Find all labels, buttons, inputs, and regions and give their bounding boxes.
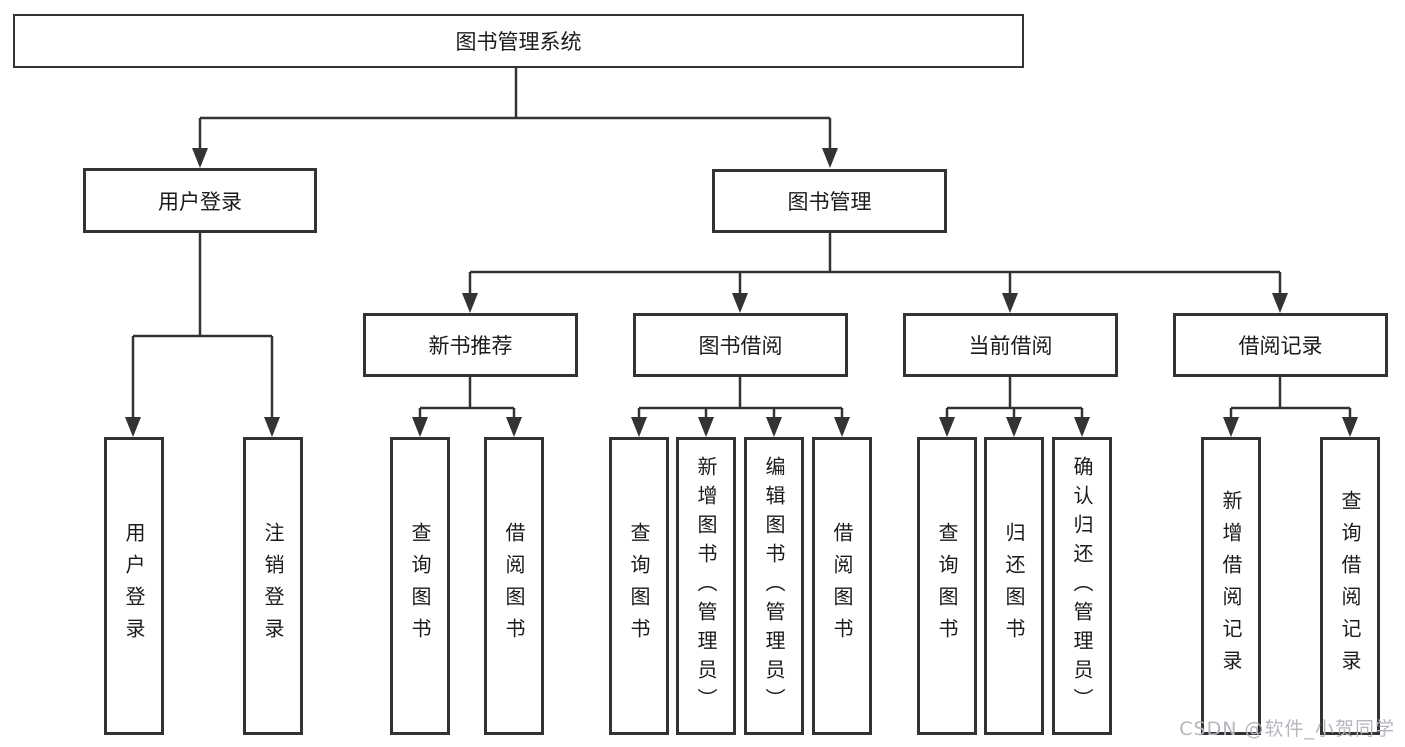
- node-label: 确认归还（管理员）: [1070, 455, 1094, 717]
- node-new-book-recommendation: 新书推荐: [363, 313, 578, 377]
- node-current-borrowing: 当前借阅: [903, 313, 1118, 377]
- leaf-add-books-admin: 新增图书（管理员）: [676, 437, 736, 735]
- node-library-management-system: 图书管理系统: [13, 14, 1024, 68]
- node-label: 新增图书（管理员）: [694, 455, 718, 717]
- node-user-login-module: 用户登录: [83, 168, 317, 233]
- node-label: 借阅图书: [830, 522, 854, 650]
- node-borrowing-records: 借阅记录: [1173, 313, 1388, 377]
- node-label: 图书管理: [787, 190, 872, 214]
- leaf-borrow-books-recommend: 借阅图书: [484, 437, 544, 735]
- node-label: 查询借阅记录: [1338, 490, 1362, 682]
- node-label: 查询图书: [408, 522, 432, 650]
- csdn-watermark: CSDN @软件_小贺同学: [1179, 718, 1395, 740]
- leaf-query-books-borrowing: 查询图书: [609, 437, 669, 735]
- leaf-query-borrow-record: 查询借阅记录: [1320, 437, 1380, 735]
- leaf-edit-books-admin: 编辑图书（管理员）: [744, 437, 804, 735]
- node-label: 查询图书: [627, 522, 651, 650]
- node-label: 归还图书: [1002, 522, 1026, 650]
- node-label: 注销登录: [261, 522, 285, 650]
- node-book-borrowing: 图书借阅: [633, 313, 848, 377]
- leaf-add-borrow-record: 新增借阅记录: [1201, 437, 1261, 735]
- node-label: 编辑图书（管理员）: [762, 455, 786, 717]
- leaf-query-books-recommend: 查询图书: [390, 437, 450, 735]
- arrowheads: [125, 148, 1358, 437]
- leaf-confirm-return-admin: 确认归还（管理员）: [1052, 437, 1112, 735]
- node-label: 图书借阅: [698, 334, 783, 358]
- node-label: 借阅图书: [502, 522, 526, 650]
- node-book-management-module: 图书管理: [712, 169, 947, 233]
- node-label: 用户登录: [122, 522, 146, 650]
- node-label: 新增借阅记录: [1219, 490, 1243, 682]
- leaf-query-books-current: 查询图书: [917, 437, 977, 735]
- leaf-user-login: 用户登录: [104, 437, 164, 735]
- node-label: 借阅记录: [1238, 334, 1323, 358]
- node-label: 查询图书: [935, 522, 959, 650]
- node-label: 当前借阅: [968, 334, 1053, 358]
- leaf-return-books: 归还图书: [984, 437, 1044, 735]
- node-label: 新书推荐: [428, 334, 513, 358]
- leaf-logout: 注销登录: [243, 437, 303, 735]
- leaf-borrow-books: 借阅图书: [812, 437, 872, 735]
- node-label: 图书管理系统: [455, 30, 582, 54]
- node-label: 用户登录: [158, 189, 242, 214]
